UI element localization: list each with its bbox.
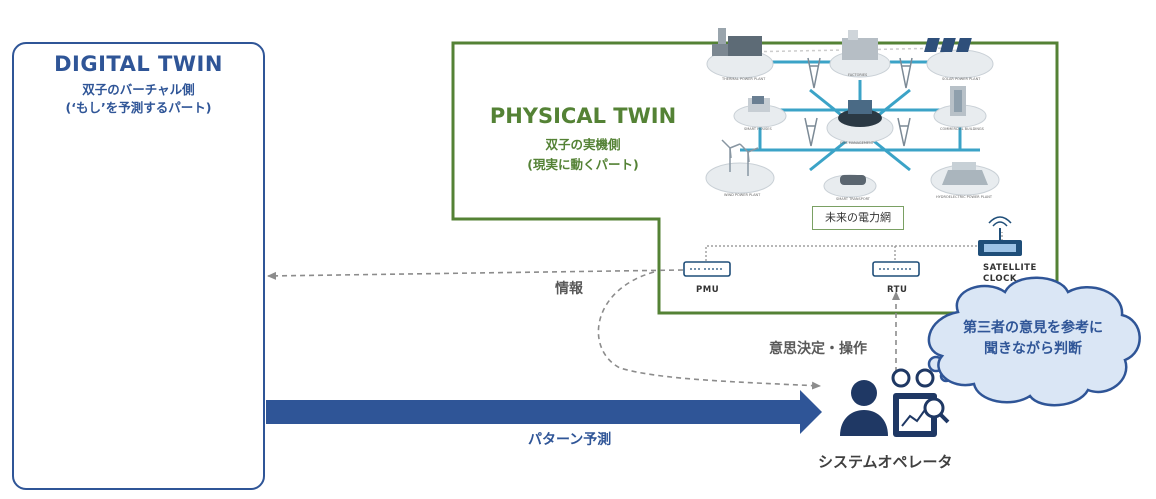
- physical-twin-subtitle-note: (現実に動くパート): [527, 157, 639, 172]
- decision-flow-label: 意思決定・操作: [769, 341, 867, 357]
- svg-text:SMART TRANSPORT: SMART TRANSPORT: [836, 197, 871, 201]
- svg-text:THERMAL POWER PLANT: THERMAL POWER PLANT: [721, 77, 766, 81]
- pmu-label: PMU: [696, 285, 720, 295]
- satellite-clock-label: SATELLITE CLOCK: [983, 263, 1037, 284]
- satellite-clock-icon: [978, 216, 1022, 256]
- physical-twin-title: PHYSICAL TWIN: [489, 104, 677, 128]
- svg-text:EMS MANAGEMENT: EMS MANAGEMENT: [840, 141, 875, 145]
- digital-twin-subtitle: 双子のバーチャル側: [82, 82, 195, 97]
- svg-text:SOLAR POWER PLANT: SOLAR POWER PLANT: [942, 77, 981, 81]
- pattern-arrow: [266, 390, 822, 434]
- cloud-text-line1: 第三者の意見を参考に: [963, 320, 1103, 336]
- cloud-text: 第三者の意見を参考に 聞きながら判断: [935, 318, 1131, 360]
- physical-twin-outline: [451, 41, 1059, 315]
- svg-text:SMART HOUSES: SMART HOUSES: [744, 127, 772, 131]
- rtu-device-icon: [872, 261, 920, 277]
- physical-twin-subtitle: 双子の実機側: [545, 137, 621, 152]
- svg-text:COMMERCIAL BUILDINGS: COMMERCIAL BUILDINGS: [940, 127, 985, 131]
- device-bus-line: [705, 232, 1003, 261]
- digital-twin-subtitle-note: (‘もし’を予測するパート): [65, 100, 212, 115]
- digital-twin-title: DIGITAL TWIN: [54, 52, 223, 76]
- svg-text:FACTORIES: FACTORIES: [848, 73, 868, 77]
- svg-text:HYDROELECTRIC POWER PLANT: HYDROELECTRIC POWER PLANT: [936, 195, 993, 199]
- operator-icon: [840, 368, 935, 436]
- pmu-device-icon: [683, 261, 731, 277]
- pattern-prediction-label: パターン予測: [528, 432, 612, 448]
- monitor-analysis-icon: [893, 393, 950, 437]
- rtu-label: RTU: [887, 285, 908, 295]
- info-flow-label: 情報: [555, 281, 583, 297]
- smart-grid-illustration: THERMAL POWER PLANT FACTORIES SOLAR POWE…: [705, 28, 1000, 201]
- digital-twin-box: [12, 42, 265, 490]
- operator-label: システムオペレータ: [818, 453, 953, 471]
- future-grid-label: 未来の電力網: [812, 206, 904, 230]
- cloud-text-line2: 聞きながら判断: [984, 341, 1082, 357]
- svg-text:WIND POWER PLANT: WIND POWER PLANT: [724, 193, 761, 197]
- info-branch-arrow: [597, 271, 821, 390]
- info-arrow: [267, 269, 684, 280]
- thought-cloud: [927, 276, 1141, 407]
